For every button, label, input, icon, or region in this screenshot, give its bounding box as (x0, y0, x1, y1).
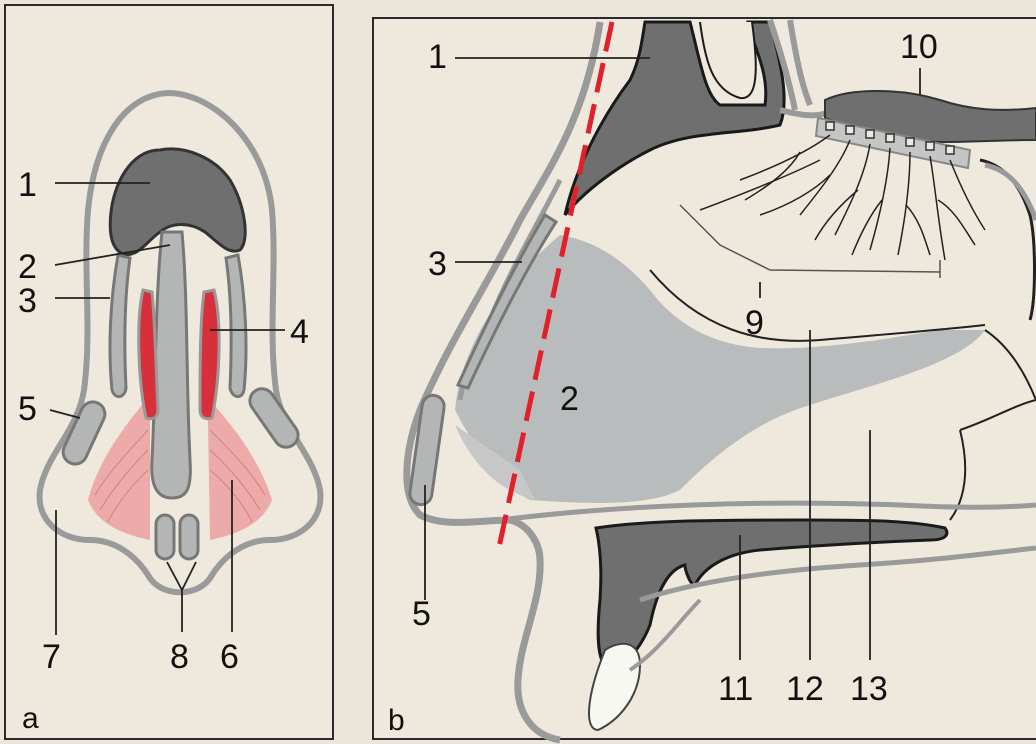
label-b-13: 13 (850, 670, 888, 708)
panel-b-sagittal-view: 1 2 3 5 9 10 11 12 13 b (373, 18, 1036, 740)
label-b-10: 10 (900, 28, 938, 66)
label-b-11: 11 (718, 670, 753, 708)
depressor-muscle-right (200, 290, 219, 419)
label-a-8: 8 (170, 638, 189, 676)
medial-crus-right (180, 515, 198, 559)
label-a-7: 7 (42, 638, 61, 676)
label-b-1: 1 (428, 38, 447, 76)
label-b-9: 9 (745, 304, 764, 342)
label-a-2: 2 (18, 248, 37, 286)
label-b-2: 2 (560, 380, 579, 418)
label-a-6: 6 (220, 638, 239, 676)
panel-a-frontal-view: 1 2 3 4 5 6 7 8 a (5, 5, 333, 739)
label-b-12: 12 (786, 670, 824, 708)
label-a-4: 4 (290, 313, 309, 351)
label-b-3: 3 (428, 245, 447, 283)
label-b-5: 5 (412, 595, 431, 633)
label-a-3: 3 (18, 282, 37, 320)
label-a-1: 1 (18, 166, 37, 204)
label-a-5: 5 (18, 390, 37, 428)
panel-a-letter: a (22, 702, 39, 735)
panel-b-letter: b (388, 704, 405, 737)
medial-crus-left (156, 515, 174, 559)
